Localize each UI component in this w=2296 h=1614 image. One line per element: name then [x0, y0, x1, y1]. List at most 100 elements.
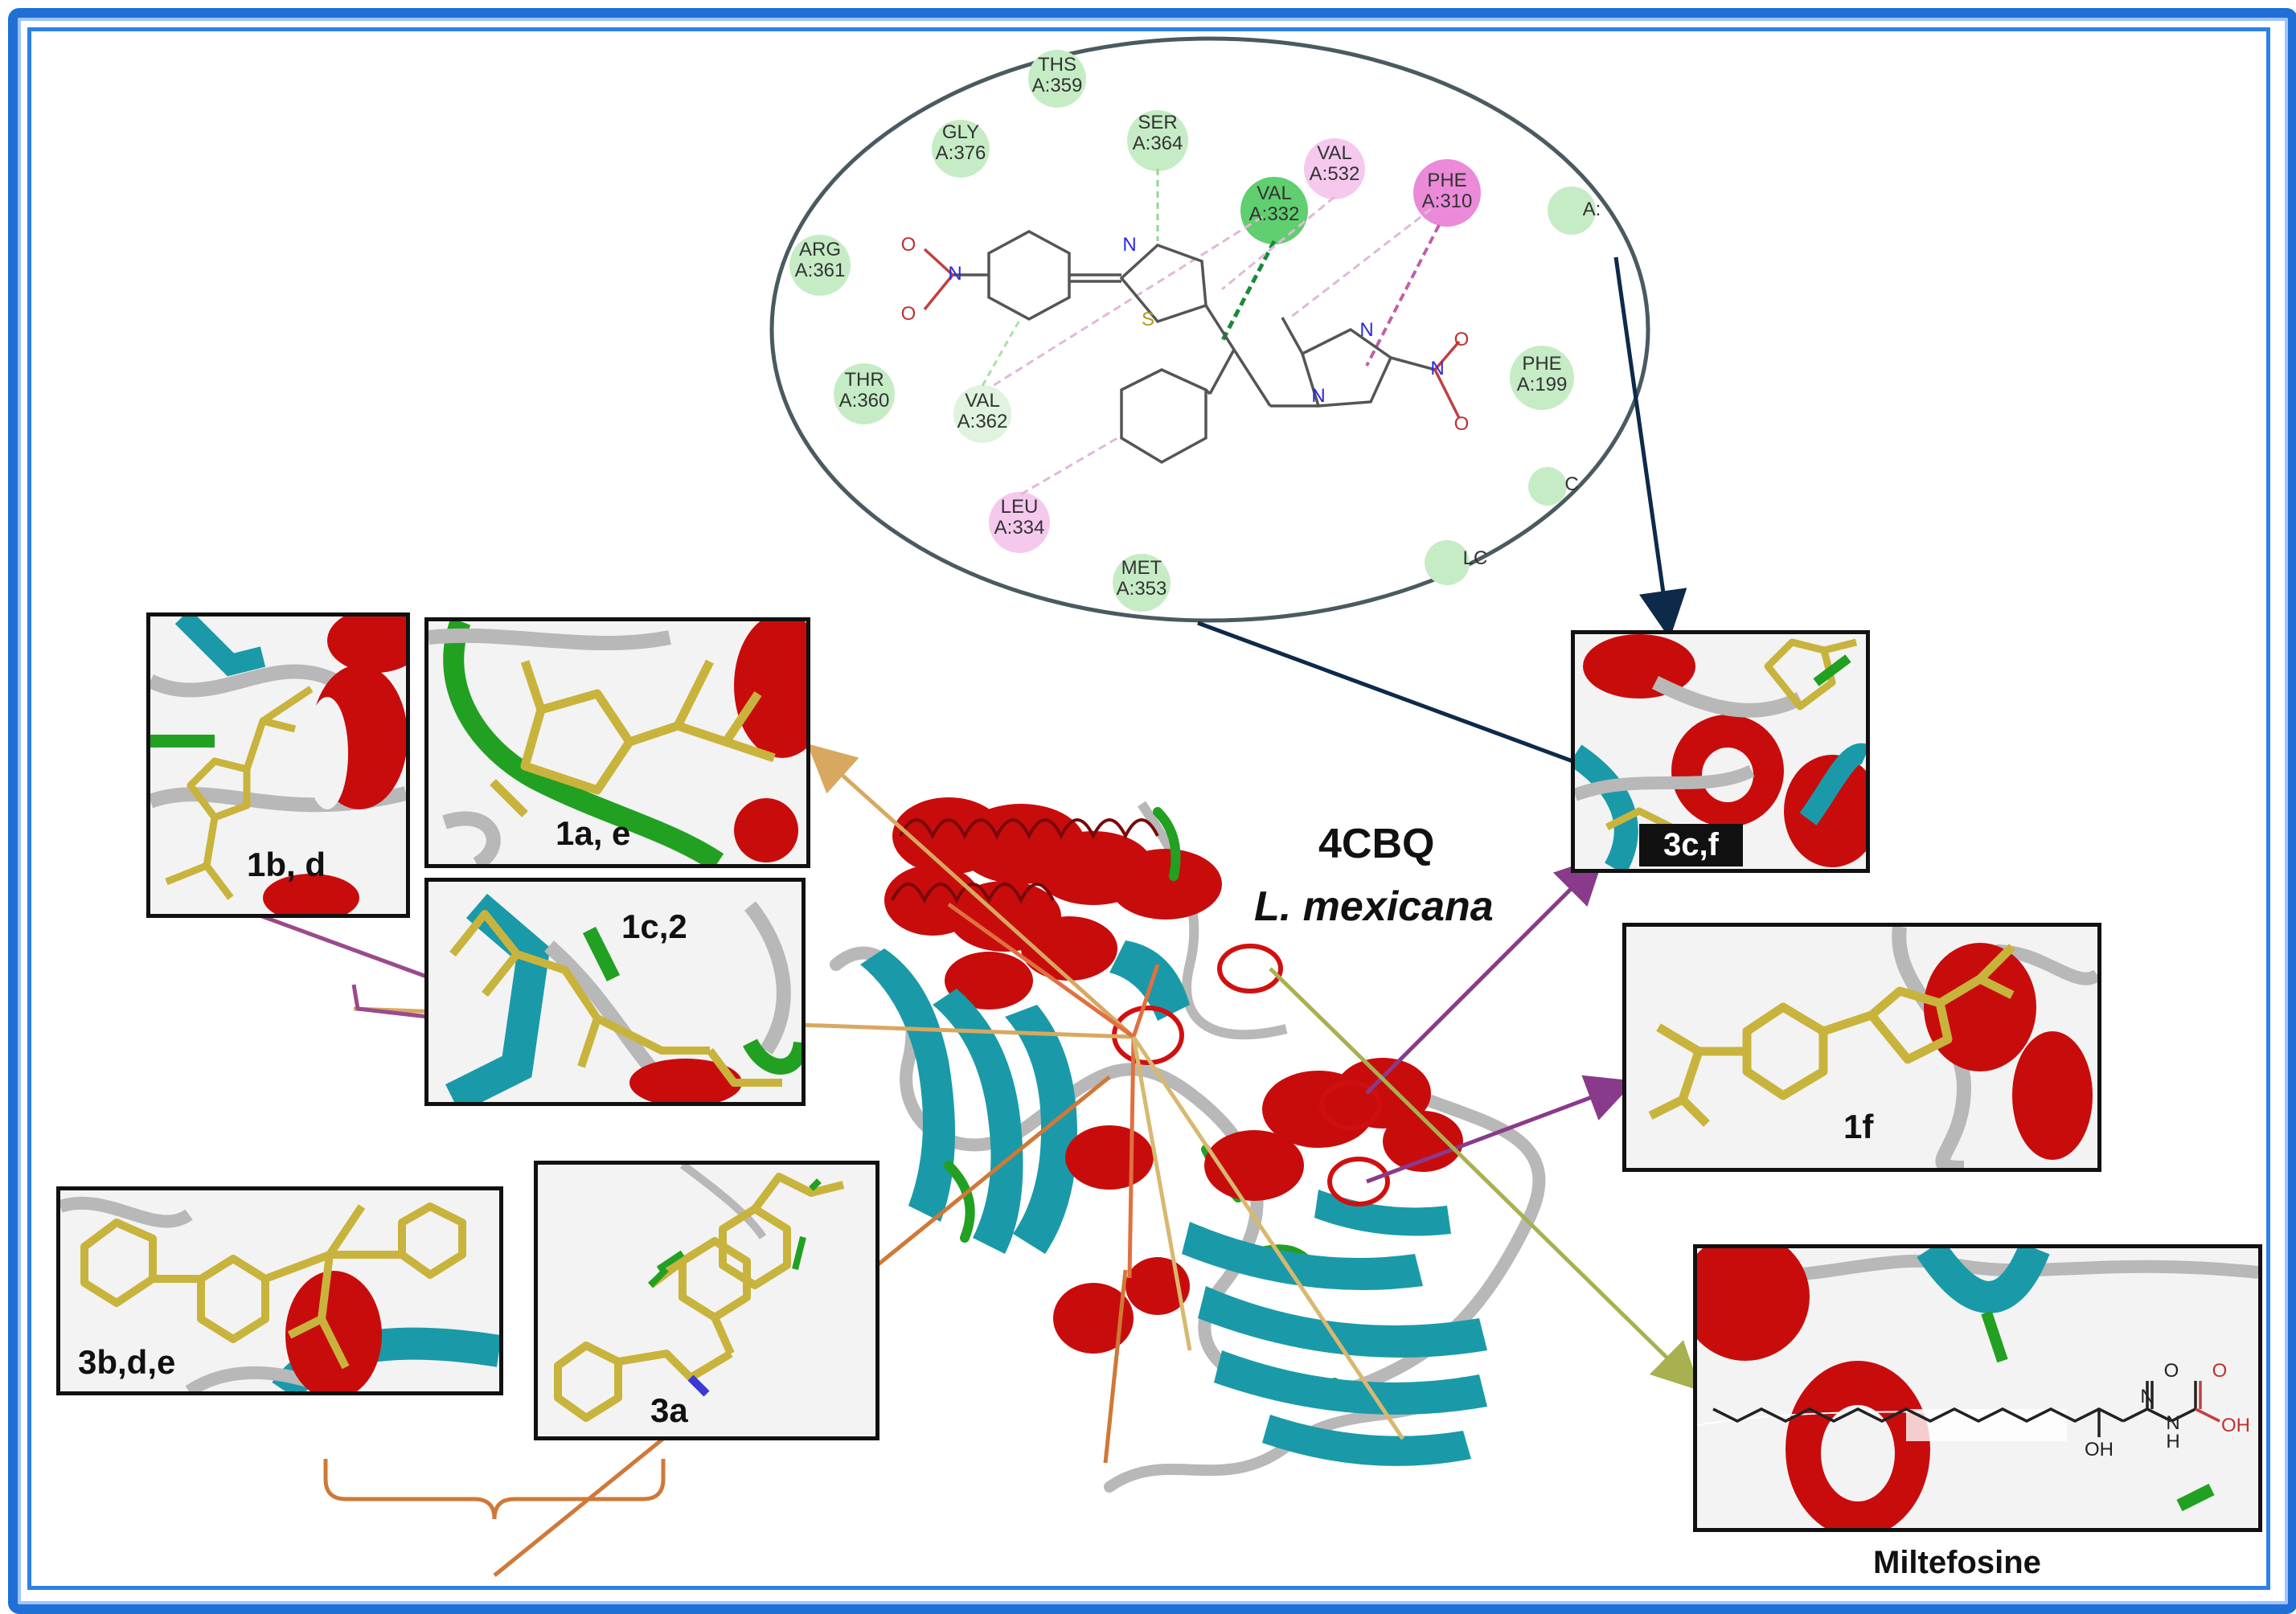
residue-circle-thr360 — [834, 363, 895, 424]
residue-id: A:362 — [957, 411, 1008, 432]
residue-name: PHE — [1427, 170, 1467, 191]
panel-1a-e: 1a, e — [424, 617, 810, 868]
residue-name: SER — [1138, 112, 1178, 133]
panel-3a-art — [554, 1165, 845, 1422]
interaction-lines — [981, 169, 1441, 496]
residue-name: VAL — [1317, 142, 1352, 164]
panel-1c-2-art — [445, 893, 802, 1102]
miltefosine-oh-acid: OH — [2221, 1415, 2250, 1436]
panel-1a-e-art — [428, 621, 806, 864]
residue-name: MET — [1121, 557, 1162, 579]
panel-3c-f-art — [1575, 634, 1866, 869]
residue-id: A:359 — [1031, 75, 1083, 96]
imidazole-ring — [1300, 327, 1393, 408]
residue-name: ARG — [798, 239, 841, 260]
residue-label: LC — [1427, 548, 1523, 569]
miltefosine-caption: Miltefosine — [1873, 1545, 2041, 1580]
residue-name: LEU — [1000, 496, 1039, 518]
residue-id: A:532 — [1309, 163, 1360, 185]
panel-1f-label: 1f — [1843, 1108, 1874, 1145]
residue-id: A:199 — [1516, 374, 1568, 395]
panel-1b-d-label: 1b, d — [247, 846, 326, 883]
residue-id: A:361 — [794, 260, 846, 281]
residue-circle-c — [1528, 467, 1567, 506]
panel-3a-label: 3a — [650, 1391, 688, 1429]
inner-border — [27, 27, 2270, 1590]
residue-circle-lc — [1425, 540, 1470, 585]
residue-circle-gly376 — [932, 120, 990, 178]
protein-organism: L. mexicana — [1254, 883, 1494, 930]
residue-name: VAL — [1257, 182, 1292, 204]
atom-o-nitro-right-2: O — [1453, 413, 1470, 435]
miltefosine-oh: OH — [2085, 1439, 2114, 1460]
residue-label: A: — [1544, 199, 1640, 220]
protein-code: 4CBQ — [1318, 821, 1435, 867]
residue-id: A:376 — [935, 142, 986, 164]
residue-id: A:353 — [1116, 578, 1167, 600]
residue-name: GLY — [941, 121, 980, 143]
residue-id: A:332 — [1248, 203, 1300, 225]
atom-n-nitro-right: N — [1430, 358, 1445, 379]
miltefosine-o-top: O — [2163, 1360, 2179, 1382]
panel-1f: 1f — [1622, 923, 2101, 1172]
residue-circle-ths359 — [1028, 50, 1086, 108]
atom-n-imidazole-1: N — [1311, 385, 1326, 407]
residue-name: C — [1564, 473, 1579, 495]
ligand-2d-structure — [923, 230, 1461, 465]
residue-name: LC — [1462, 547, 1488, 569]
residue-id: A:334 — [994, 517, 1045, 539]
panel-1f-art — [1648, 927, 2097, 1168]
panel-3b-d-e-label: 3b,d,e — [78, 1343, 176, 1381]
residue-name: VAL — [965, 390, 1000, 412]
protein-ribbon — [830, 797, 1546, 1493]
residue-name: THR — [844, 369, 884, 391]
residue-id: A:360 — [838, 390, 890, 412]
panel-3c-f-label: 3c,f — [1639, 824, 1743, 866]
miltefosine-n-2: N — [2166, 1412, 2180, 1434]
nitrophenyl-ring — [987, 230, 1071, 321]
panel-1c-2-label: 1c,2 — [621, 907, 687, 945]
residue-circle-arg361 — [789, 235, 851, 296]
panel-1c-2: 1c,2 — [424, 878, 806, 1106]
residue-name: THS — [1038, 54, 1076, 76]
panel-1b-d: 1b, d — [146, 612, 410, 918]
residue-circle-met353 — [1113, 554, 1171, 612]
miltefosine-n-1: N — [2140, 1386, 2155, 1407]
panel-3b-d-e-art — [60, 1196, 499, 1391]
residue-id: A:364 — [1132, 133, 1183, 154]
panel-1b-d-art — [150, 617, 406, 914]
atom-s-thiazole: S — [1141, 309, 1154, 330]
residue-name: A: — [1582, 199, 1601, 220]
miltefosine-o-acid: O — [2212, 1360, 2228, 1382]
miltefosine-h: H — [2166, 1431, 2180, 1452]
outer-border — [8, 8, 2296, 1614]
interaction-map-ellipse — [769, 36, 1650, 623]
residue-circle-leu334 — [989, 492, 1050, 553]
residue-circle-ser364 — [1127, 110, 1188, 171]
residue-circle-val532 — [1304, 138, 1365, 199]
panel-3b-d-e: 3b,d,e — [56, 1186, 503, 1395]
atom-o-nitro-right-1: O — [1453, 329, 1470, 350]
residue-circle-phe199 — [1510, 346, 1574, 410]
atom-n-imidazole-2: N — [1359, 319, 1374, 341]
panel-miltefosine: O N N H O OH OH — [1693, 1244, 2262, 1532]
residue-circle-val362 — [953, 385, 1011, 443]
atom-n-thiazole: N — [1122, 234, 1137, 256]
residue-id: A:310 — [1421, 190, 1473, 212]
atom-o-nitro-left-2: O — [900, 303, 916, 325]
residue-circle-edge-a — [1548, 186, 1596, 235]
residue-label: C — [1523, 474, 1620, 495]
phenyl-ring — [1120, 368, 1207, 465]
residue-circle-val332 — [1240, 177, 1308, 244]
